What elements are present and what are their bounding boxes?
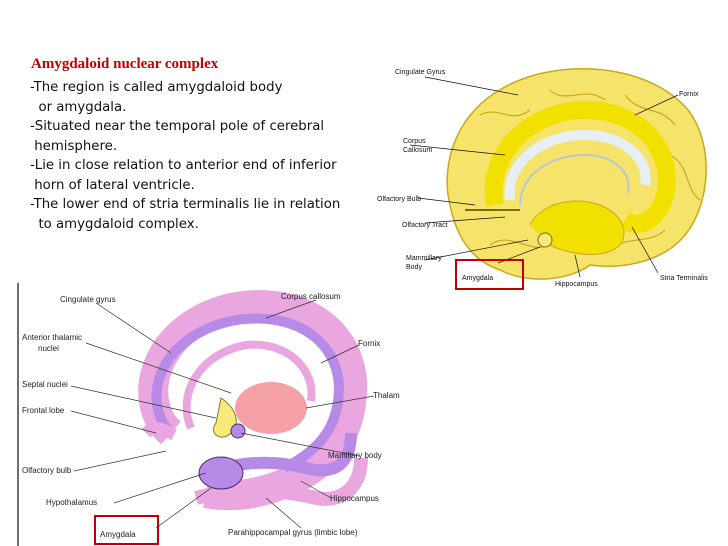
limbic-arches (138, 290, 368, 511)
label-olfactory-bulb: Olfactory Bulb (377, 196, 421, 203)
thalamus-shape (235, 382, 307, 434)
label-cingulate-gyrus: Cingulate Gyrus (395, 69, 446, 76)
bullet-list: -The region is called amygdaloid body or… (30, 78, 380, 234)
bullet-line: -The lower end of stria terminalis lie i… (30, 197, 341, 212)
bullet-line: -Situated near the temporal pole of cere… (30, 119, 325, 134)
label-amygdala-top: Amygdala (462, 275, 493, 282)
label-olfactory-bulb-bottom: Olfactory bulb (22, 466, 72, 475)
bullet-line: hemisphere. (30, 138, 118, 154)
highlight-box-amygdala-bottom (94, 515, 159, 545)
bullet-line: horn of lateral ventricle. (30, 177, 195, 193)
label-hippocampus-bottom: Hippocampus (330, 494, 379, 503)
highlight-box-amygdala-top (455, 259, 524, 290)
label-stria-terminalis: Stria Terminalis (660, 275, 708, 282)
label-thalamus: Thalamus (373, 391, 400, 400)
label-fornix-bottom: Fornix (358, 339, 380, 348)
bullet-line: to amygdaloid complex. (30, 216, 199, 232)
label-hypothalamus: Hypothalamus (46, 498, 97, 507)
label-olfactory-tract: Olfactory Tract (402, 222, 448, 229)
heading: Amygdaloid nuclear complex (31, 56, 219, 72)
label-corpus-callosum: Corpus callosum (281, 292, 341, 301)
amygdala-shape (198, 456, 244, 490)
label-cingulate-gyrus-bottom: Cingulate gyrus (60, 295, 116, 304)
label-mamillary-body: Mamillary body (328, 451, 382, 460)
label-frontal-lobe: Frontal lobe (22, 406, 65, 415)
label-fornix: Fornix (679, 91, 699, 98)
limbic-system-figure: Cingulate gyrus Corpus callosum Anterior… (17, 283, 400, 546)
label-nuclei: nuclei (38, 344, 59, 353)
bullet-line: -Lie in close relation to anterior end o… (30, 158, 337, 173)
label-mammillary: Mammillary (406, 255, 442, 262)
label-corpus: Corpus (403, 138, 426, 145)
label-septal-nuclei: Septal nuclei (22, 380, 68, 389)
bullet-line: or amygdala. (30, 99, 127, 115)
top-leader-lines (409, 76, 679, 278)
label-body: Body (406, 264, 422, 271)
brain-medial-figure: Cingulate Gyrus Fornix Corpus Callosum O… (377, 68, 708, 290)
bottom-leader-lines (70, 299, 375, 529)
label-amygdala-bottom: Amygdala (100, 530, 136, 539)
limbic-structures (465, 100, 676, 255)
bullet-line: -The region is called amygdaloid body (30, 80, 283, 95)
label-callosum: Callosum (403, 147, 432, 154)
label-anterior-thalamic: Anterior thalamic (22, 333, 82, 342)
label-hippocampus-top: Hippocampus (555, 281, 598, 288)
label-parahippocampal-gyrus: Parahippocampal gyrus (limbic lobe) (228, 528, 358, 537)
